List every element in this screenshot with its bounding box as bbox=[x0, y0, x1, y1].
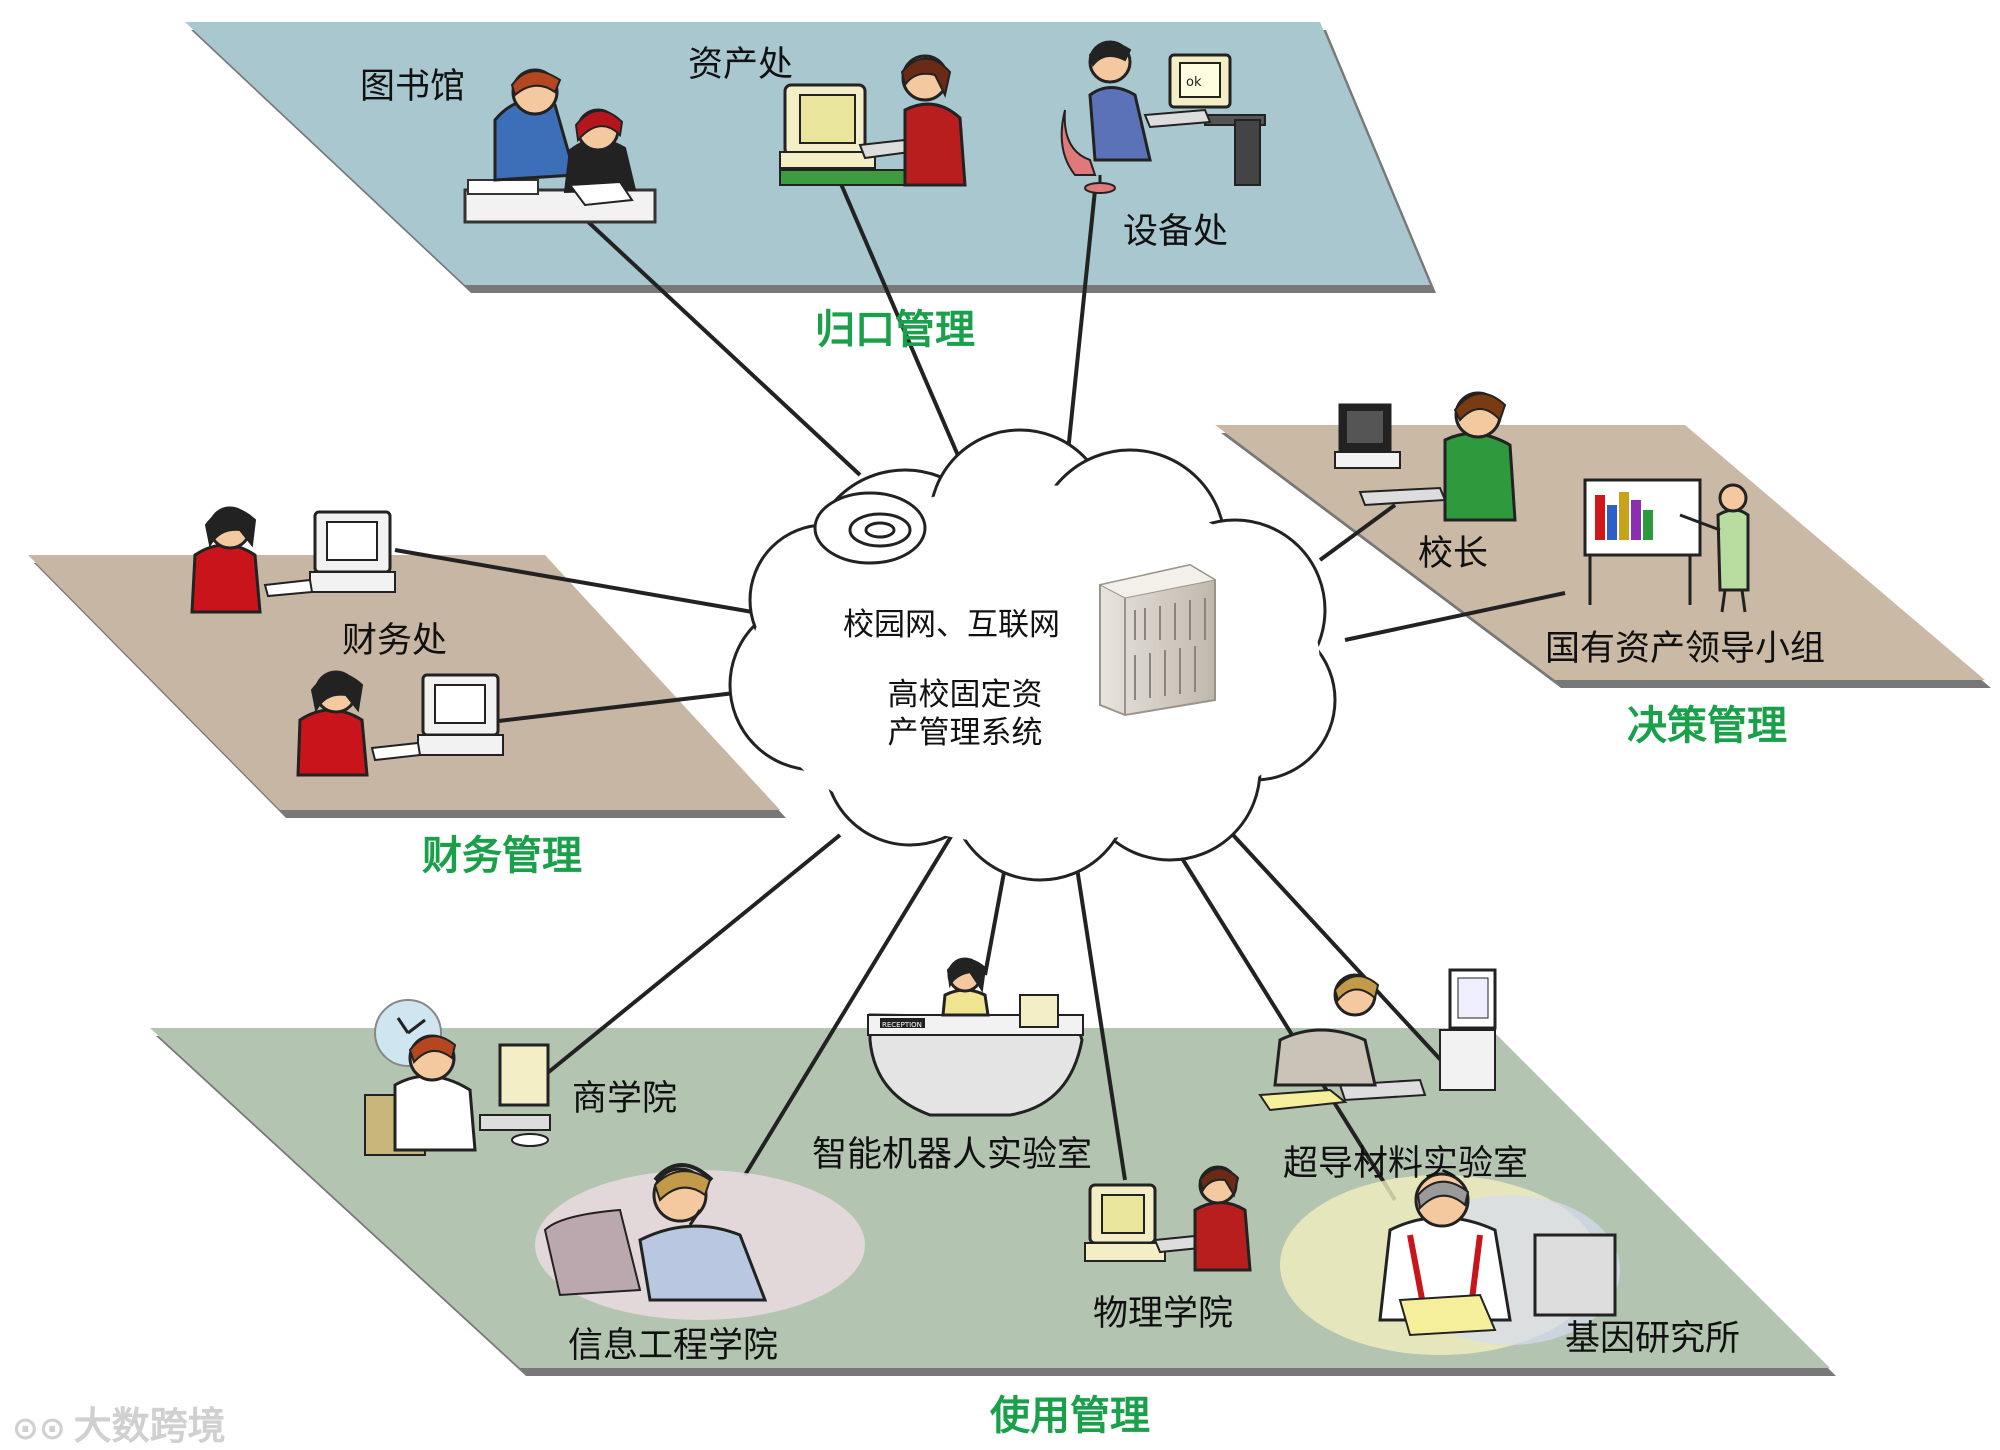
equipment-office-people-icon: ok bbox=[1060, 40, 1266, 194]
info-eng-school-people-icon bbox=[535, 1163, 865, 1320]
superconductor-lab-people-icon bbox=[1258, 968, 1497, 1112]
physics-school-people-icon bbox=[1084, 1165, 1252, 1272]
node-label-business-school: 商学院 bbox=[572, 1079, 678, 1119]
connector-superconductor-lab bbox=[1208, 808, 1452, 1072]
node-label-asset-office: 资产处 bbox=[688, 45, 794, 85]
watermark-logo-icon: ⊙⊙ bbox=[12, 1409, 66, 1447]
node-label-physics-school: 物理学院 bbox=[1093, 1294, 1234, 1334]
svg-text:ok: ok bbox=[1186, 75, 1202, 90]
gene-institute-people-icon bbox=[1280, 1172, 1620, 1355]
cloud-system-label: 高校固定资产管理系统 bbox=[880, 676, 1050, 752]
watermark: ⊙⊙大数跨境 bbox=[12, 1395, 226, 1450]
connector-finance-2 bbox=[489, 688, 761, 724]
connector-lines bbox=[394, 169, 1566, 1202]
node-label-equipment-office: 设备处 bbox=[1123, 212, 1229, 252]
watermark-text: 大数跨境 bbox=[73, 1404, 226, 1448]
node-label-superconductor-lab: 超导材料实验室 bbox=[1283, 1144, 1529, 1184]
connector-president bbox=[1318, 503, 1397, 562]
connector-gene-institute bbox=[1153, 813, 1397, 1202]
business-school-people-icon bbox=[364, 999, 551, 1156]
connector-asset-office bbox=[833, 169, 977, 496]
connector-state-asset-group bbox=[1344, 591, 1566, 642]
president-people-icon bbox=[1334, 391, 1517, 522]
server-icon bbox=[1098, 563, 1217, 717]
connector-library bbox=[568, 203, 862, 477]
finance-station-2-icon bbox=[296, 670, 504, 777]
left-platform bbox=[28, 555, 780, 810]
node-label-president: 校长 bbox=[1418, 534, 1489, 574]
section-label-left: 财务管理 bbox=[422, 833, 582, 879]
svg-text:RECEPTION: RECEPTION bbox=[882, 1021, 922, 1029]
library-people-icon bbox=[463, 68, 657, 224]
cloud-system-text: 高校固定资产管理系统 bbox=[887, 677, 1043, 751]
section-label-right: 决策管理 bbox=[1627, 703, 1787, 749]
presentation-board-icon bbox=[1583, 478, 1750, 613]
section-label-top: 归口管理 bbox=[815, 307, 975, 353]
asset-office-people-icon bbox=[779, 54, 967, 187]
connector-business-school bbox=[543, 833, 842, 1077]
node-label-robot-lab: 智能机器人实验室 bbox=[812, 1135, 1093, 1175]
robot-lab-people-icon: RECEPTION bbox=[867, 957, 1084, 1117]
node-label-state-asset-group: 国有资产领导小组 bbox=[1545, 629, 1826, 669]
node-label-gene-institute: 基因研究所 bbox=[1565, 1319, 1741, 1359]
connector-finance-1 bbox=[394, 548, 771, 617]
cloud-network-label: 校园网、互联网 bbox=[843, 607, 1060, 643]
node-label-finance-office: 财务处 bbox=[342, 621, 448, 661]
cloud-small-puffs bbox=[813, 491, 927, 565]
node-label-library: 图书馆 bbox=[360, 67, 466, 107]
node-label-info-eng-school: 信息工程学院 bbox=[568, 1326, 779, 1366]
connector-physics-school bbox=[1073, 854, 1127, 1181]
section-label-bottom: 使用管理 bbox=[990, 1393, 1150, 1439]
finance-station-1-icon bbox=[190, 506, 396, 614]
connector-info-eng-school bbox=[743, 828, 957, 1177]
